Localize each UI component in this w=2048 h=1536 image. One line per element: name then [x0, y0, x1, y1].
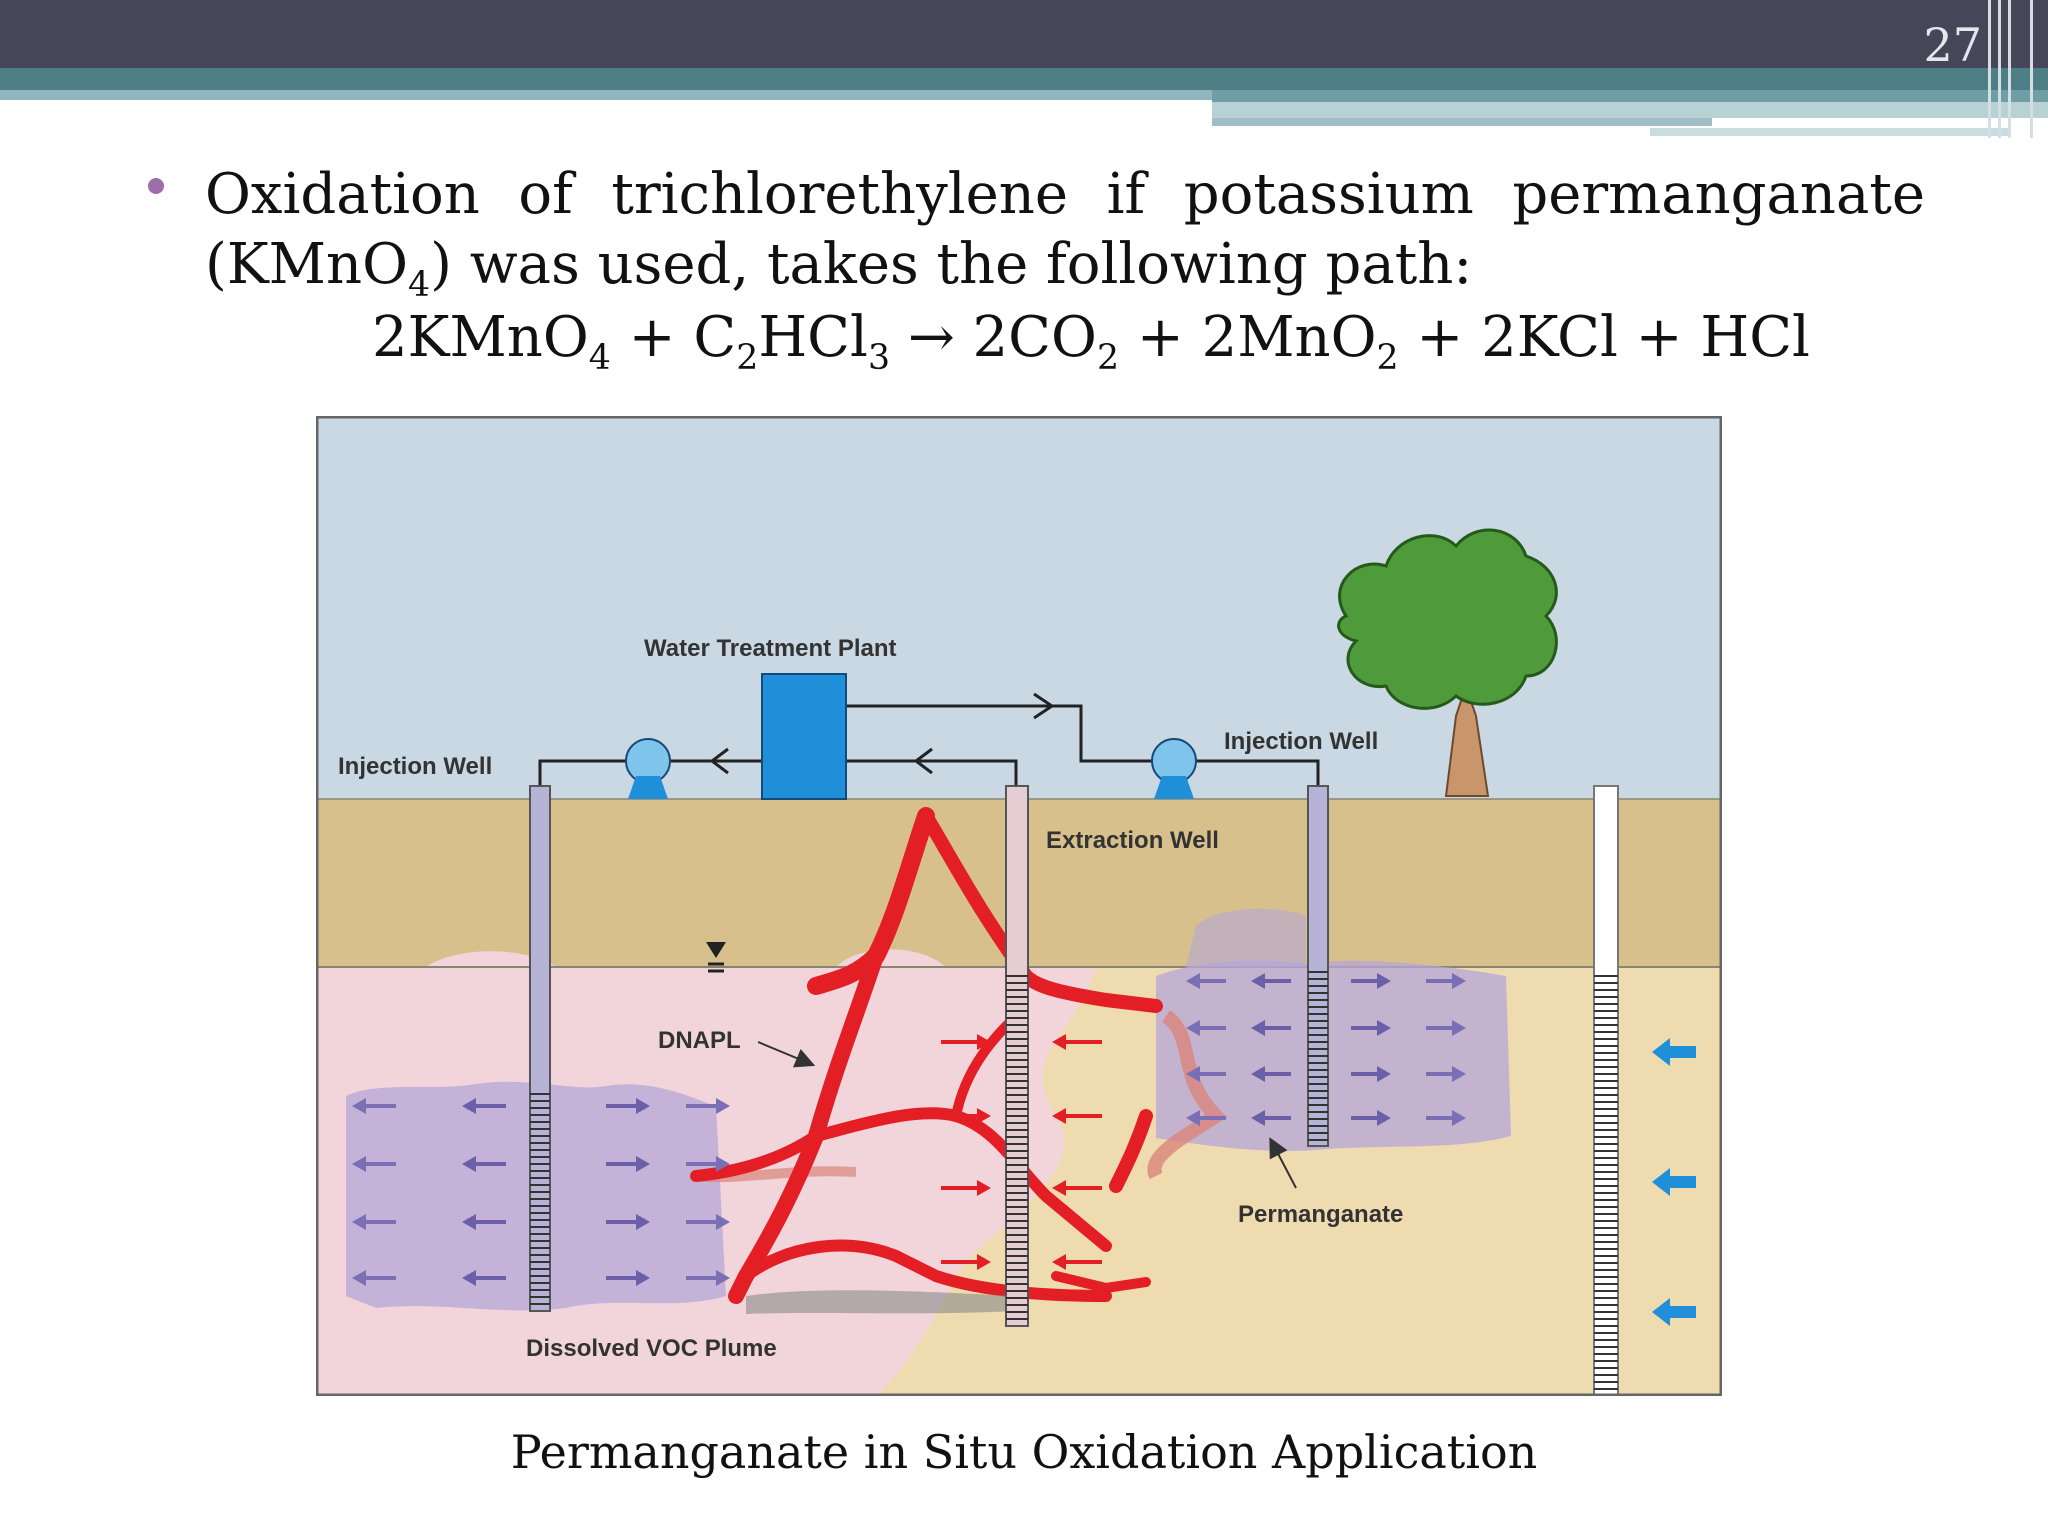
dnapl-pointer: [757, 1041, 816, 1068]
dnapl-pool: [746, 1290, 1016, 1314]
header-band-right-stripe: [1212, 118, 1712, 126]
arrow-icon: [1251, 1066, 1291, 1082]
header-band-right-stripe-2: [1650, 128, 2010, 136]
chemical-equation: 2KMnO4 + C2HCl3 → 2CO2 + 2MnO2 + 2KCl + …: [372, 305, 1810, 379]
injection-well-left-label: Injection Well: [338, 753, 492, 780]
surface-piping: [538, 704, 1320, 786]
arrow-icon: [462, 1270, 506, 1286]
permanganate-cloud-right: [1156, 960, 1511, 1151]
arrow-icon: [462, 1156, 506, 1172]
arrow-icon: [1351, 1066, 1391, 1082]
arrow-icon: [686, 1270, 730, 1286]
isco-diagram: Water Treatment Plant Injection Well: [316, 416, 1722, 1396]
arrow-icon: [1351, 1020, 1391, 1036]
arrow-icon: [1426, 973, 1466, 989]
arrow-icon: [1186, 973, 1226, 989]
diagram-frame: [316, 416, 1722, 1396]
arrow-icon: [606, 1214, 650, 1230]
groundwater-flow-arrow-icon: [1652, 1038, 1696, 1066]
arrow-icon: [941, 1180, 991, 1196]
bullet-icon: [148, 178, 164, 194]
injection-well-right-label: Injection Well: [1224, 728, 1378, 755]
arrow-icon: [606, 1156, 650, 1172]
dnapl-label: DNAPL: [658, 1027, 741, 1054]
arrow-icon: [1052, 1254, 1102, 1270]
arrow-icon: [352, 1098, 396, 1114]
header-vertical-line: [2008, 0, 2011, 138]
arrow-icon: [1186, 1110, 1226, 1126]
arrow-icon: [686, 1214, 730, 1230]
flow-arrow-icon: [1033, 692, 1055, 720]
groundwater-flow-arrow-icon: [1652, 1298, 1696, 1326]
arrow-icon: [686, 1156, 730, 1172]
header-vertical-line: [2030, 0, 2033, 138]
header-band-right-light: [1212, 102, 2048, 118]
extraction-well: [1005, 785, 1029, 1327]
arrow-icon: [1186, 1020, 1226, 1036]
arrow-icon: [462, 1098, 506, 1114]
pump-icon: [1151, 738, 1197, 799]
header-bar: [0, 0, 2048, 68]
arrow-icon: [1052, 1034, 1102, 1050]
tree-icon: [1337, 528, 1558, 797]
permanganate-label: Permanganate: [1238, 1201, 1403, 1228]
header-band-light: [0, 90, 1212, 100]
flow-arrow-icon: [913, 747, 933, 775]
arrow-icon: [1052, 1180, 1102, 1196]
arrow-icon: [1251, 1110, 1291, 1126]
arrow-icon: [941, 1108, 991, 1124]
dissolved-voc-plume-label: Dissolved VOC Plume: [526, 1335, 777, 1362]
permanganate-pointer: [1269, 1137, 1297, 1189]
arrow-icon: [1351, 973, 1391, 989]
flow-arrow-icon: [709, 747, 729, 775]
arrow-icon: [1426, 1066, 1466, 1082]
arrow-icon: [606, 1098, 650, 1114]
figure-caption: Permanganate in Situ Oxidation Applicati…: [510, 1425, 1538, 1479]
arrow-icon: [1251, 973, 1291, 989]
arrow-icon: [686, 1098, 730, 1114]
arrow-icon: [1251, 1020, 1291, 1036]
arrow-icon: [1052, 1108, 1102, 1124]
arrow-icon: [1186, 1066, 1226, 1082]
pump-icon: [625, 738, 671, 799]
bullet-text: Oxidation of trichlorethylene if potassi…: [205, 162, 1925, 306]
arrow-icon: [1426, 1020, 1466, 1036]
arrow-icon: [462, 1214, 506, 1230]
header-vertical-line: [1988, 0, 1991, 138]
water-treatment-plant-label: Water Treatment Plant: [644, 635, 897, 662]
arrow-icon: [352, 1156, 396, 1172]
monitoring-well: [1593, 785, 1619, 1396]
water-table-icon: [706, 942, 726, 973]
header-band: [0, 68, 2048, 90]
extraction-well-label: Extraction Well: [1046, 827, 1219, 854]
arrow-icon: [606, 1270, 650, 1286]
header-band-right: [1212, 90, 2048, 102]
water-treatment-plant: [761, 673, 847, 800]
arrow-icon: [352, 1270, 396, 1286]
arrow-icon: [941, 1254, 991, 1270]
groundwater-flow-arrow-icon: [1652, 1168, 1696, 1196]
arrow-icon: [941, 1034, 991, 1050]
injection-well-left: [529, 785, 551, 1312]
slide-number: 27: [1923, 18, 1982, 72]
arrow-icon: [1351, 1110, 1391, 1126]
arrow-icon: [1426, 1110, 1466, 1126]
header-vertical-line: [1998, 0, 2001, 138]
arrow-icon: [352, 1214, 396, 1230]
